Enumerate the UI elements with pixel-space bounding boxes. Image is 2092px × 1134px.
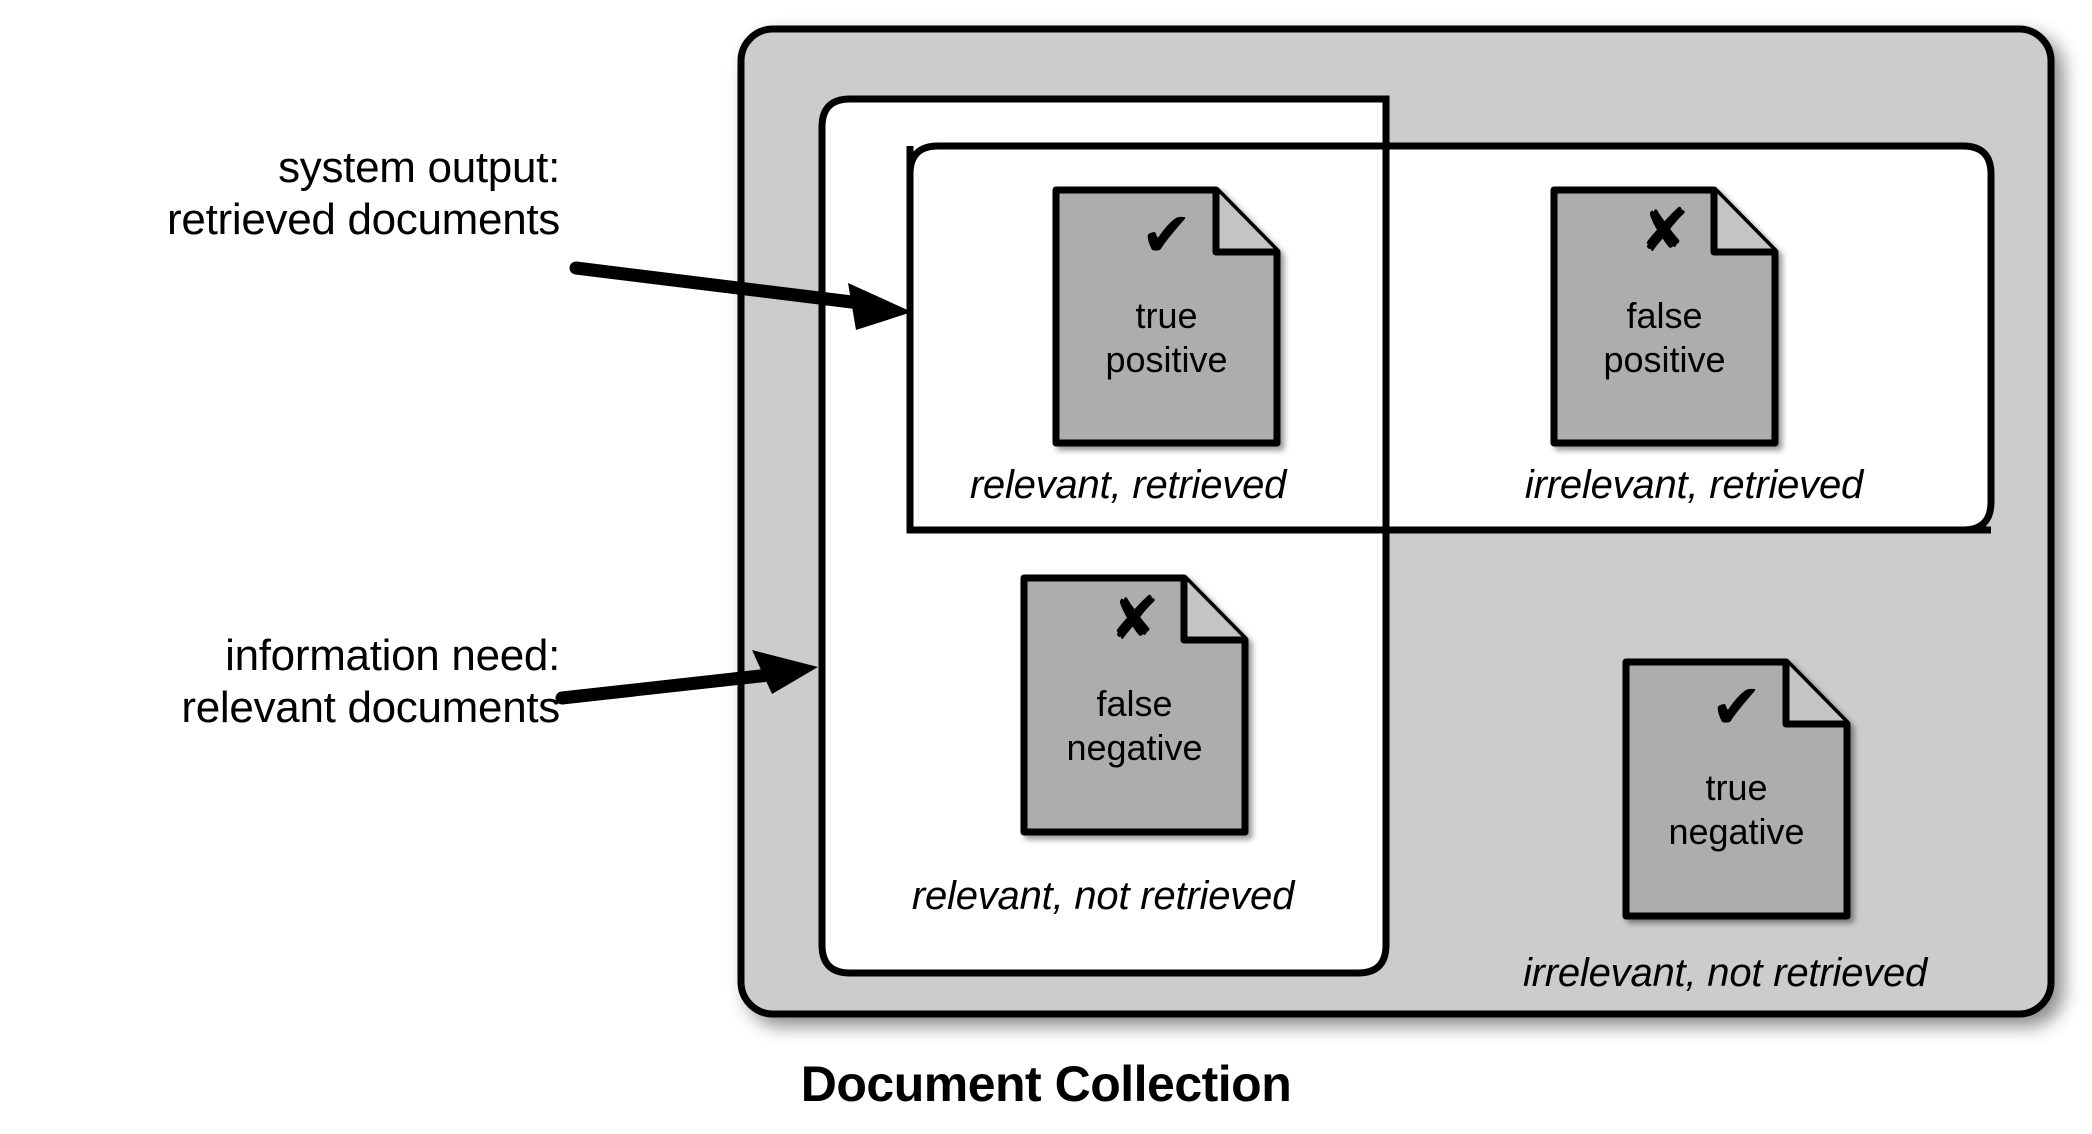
callout-system-output-line2: retrieved documents [167, 194, 560, 244]
true-positive-tile-text: ✔ true positive [1056, 190, 1277, 443]
check-icon: ✔ [1140, 198, 1193, 271]
false-negative-label-line1: false [1096, 683, 1173, 724]
check-icon: ✔ [1710, 670, 1763, 743]
false-positive-label-line2: positive [1603, 339, 1726, 380]
callout-information-need: information need: relevant documents [0, 630, 560, 734]
arrow-information-need [555, 650, 818, 705]
arrow-system-output [569, 261, 912, 330]
document-tile-false-negative [1020, 574, 1249, 836]
true-positive-label-line2: positive [1105, 339, 1228, 380]
page-title: Document Collection [800, 1056, 1292, 1112]
callout-information-need-line2: relevant documents [181, 682, 560, 732]
cross-icon: ✘ [1109, 584, 1160, 654]
false-positive-tile-text: ✘ false positive [1554, 190, 1775, 443]
caption-irrelevant-not-retrieved: irrelevant, not retrieved [1522, 951, 1928, 995]
callout-system-output: system output: retrieved documents [0, 142, 560, 246]
true-positive-label-line1: true [1135, 295, 1198, 336]
true-negative-tile-text: ✔ true negative [1626, 662, 1847, 916]
callout-system-output-line1: system output: [278, 143, 560, 192]
false-negative-label-line2: negative [1066, 727, 1203, 768]
caption-relevant-retrieved: relevant, retrieved [969, 463, 1287, 507]
document-tile-false-positive [1550, 186, 1779, 447]
false-negative-tile-text: ✘ false negative [1024, 578, 1245, 832]
true-negative-label-line1: true [1705, 767, 1768, 808]
document-tile-true-negative [1622, 658, 1851, 920]
true-negative-label-line2: negative [1668, 811, 1805, 852]
caption-relevant-not-retrieved: relevant, not retrieved [911, 874, 1295, 918]
caption-irrelevant-retrieved: irrelevant, retrieved [1524, 463, 1864, 507]
false-positive-label-line1: false [1626, 295, 1703, 336]
document-tile-true-positive [1052, 186, 1281, 447]
callout-information-need-line1: information need: [225, 631, 560, 680]
region-intersection-edges [818, 99, 1991, 945]
cross-icon: ✘ [1639, 196, 1690, 266]
